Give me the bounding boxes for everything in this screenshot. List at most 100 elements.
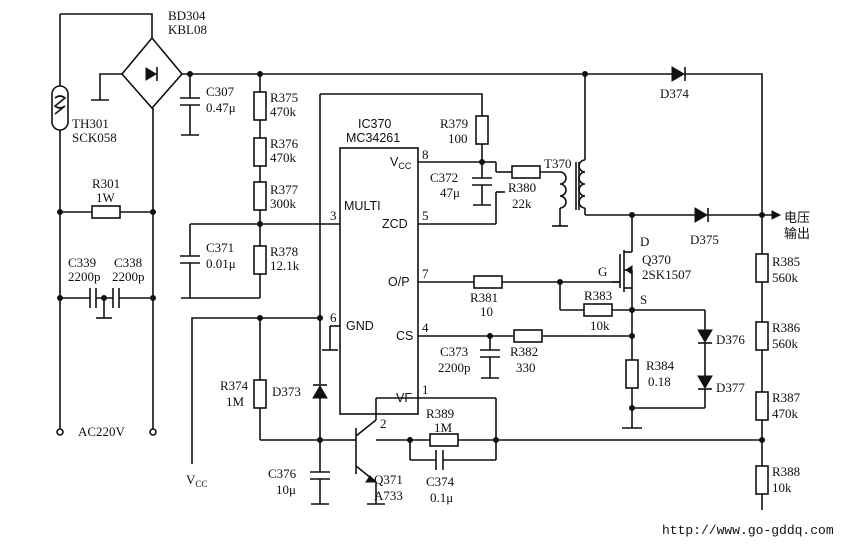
d375-label: D375	[690, 232, 719, 247]
pin1-label: 1	[422, 382, 429, 397]
r381-value: 10	[480, 304, 493, 319]
multiplier-divider	[180, 71, 340, 299]
r382-value: 330	[516, 360, 536, 375]
mosfet-q370	[612, 215, 635, 313]
r378-label: R378	[270, 244, 298, 259]
c373-value: 2200p	[438, 360, 471, 375]
q370-value: 2SK1507	[642, 267, 692, 282]
pin7-label: 7	[422, 266, 429, 281]
r378-value: 12.1k	[270, 258, 300, 273]
resistor-r389	[429, 433, 459, 447]
multi-pin-label: MULTI	[344, 199, 381, 213]
c371-label: C371	[206, 240, 234, 255]
r301-value: 1W	[96, 190, 116, 205]
c372-value: 47μ	[440, 185, 460, 200]
bridge-bd304	[91, 36, 585, 110]
drain-label: D	[640, 234, 649, 249]
r384-value: 0.18	[648, 374, 671, 389]
r382-label: R382	[510, 344, 538, 359]
resistor-r388	[755, 465, 769, 495]
watermark-url: http://www.go-gddq.com	[662, 523, 834, 538]
c307-label: C307	[206, 84, 235, 99]
vcc-left-label: VCC	[186, 472, 207, 489]
pin4-label: 4	[422, 320, 429, 335]
d377-label: D377	[716, 380, 745, 395]
resistor-r377	[253, 181, 267, 211]
resistor-r378	[253, 245, 267, 275]
zcd-pin-label: ZCD	[382, 217, 408, 231]
r387-label: R387	[772, 390, 801, 405]
d374-label: D374	[660, 86, 689, 101]
q371-value: A733	[374, 488, 403, 503]
output-label: 电压	[784, 210, 810, 225]
pin6-label: 6	[330, 310, 337, 325]
cs-pin-label: CS	[396, 329, 413, 343]
r386-label: R386	[772, 320, 801, 335]
r376-value: 470k	[270, 150, 297, 165]
resistor-r381	[473, 275, 503, 289]
feedback-divider	[755, 215, 769, 510]
c374-value: 0.1μ	[430, 490, 453, 505]
r374-value: 1M	[226, 394, 245, 409]
pin5-label: 5	[422, 208, 429, 223]
q371-label: Q371	[374, 472, 403, 487]
op-pin-label: O/P	[388, 275, 410, 289]
ic370-mc34261	[319, 93, 632, 440]
th301-label: TH301	[72, 116, 109, 131]
sck058-label: SCK058	[72, 130, 117, 145]
vcc-pin-label: VCC	[390, 155, 412, 171]
ac220v-label: AC220V	[78, 424, 126, 439]
pin8-label: 8	[422, 147, 429, 162]
gate-label: G	[598, 264, 607, 279]
kbl08-label: KBL08	[168, 22, 207, 37]
bd304-label: BD304	[168, 8, 206, 23]
r383-label: R383	[584, 288, 612, 303]
c339-value: 2200p	[68, 269, 101, 284]
r301-label: R301	[92, 176, 120, 191]
r384-label: R384	[646, 358, 675, 373]
startup-section	[191, 315, 762, 505]
source-label: S	[640, 292, 647, 307]
r379-value: 100	[448, 131, 468, 146]
q370-label: Q370	[642, 252, 671, 267]
labels: BD304 KBL08 TH301 SCK058 R301 1W C339 C3…	[68, 8, 834, 538]
r383-value: 10k	[590, 318, 610, 333]
resistor-r386	[755, 321, 769, 351]
vf-pin-label: VF	[396, 391, 412, 405]
r387-value: 470k	[772, 406, 799, 421]
r389-label: R389	[426, 406, 454, 421]
c376-label: C376	[268, 466, 297, 481]
resistor-r376	[253, 137, 267, 167]
c307-value: 0.47μ	[206, 100, 236, 115]
resistor-r387	[755, 391, 769, 421]
r380-label: R380	[508, 180, 536, 195]
r386-value: 560k	[772, 336, 799, 351]
r377-value: 300k	[270, 196, 297, 211]
capacitor-c307	[180, 71, 200, 136]
r376-label: R376	[270, 136, 299, 151]
t370-label: T370	[544, 156, 571, 171]
r389-value: 1M	[434, 420, 453, 435]
r379-label: R379	[440, 116, 468, 131]
ac-input-section	[51, 13, 157, 436]
c374-label: C374	[426, 474, 455, 489]
resistor-r301	[91, 205, 121, 219]
ic370-label: IC370	[358, 117, 391, 131]
gnd-pin-label: GND	[346, 319, 374, 333]
c339-label: C339	[68, 255, 96, 270]
c371-value: 0.01μ	[206, 256, 236, 271]
r377-label: R377	[270, 182, 299, 197]
r385-value: 560k	[772, 270, 799, 285]
resistor-r383	[583, 303, 613, 317]
r375-value: 470k	[270, 104, 297, 119]
d373-label: D373	[272, 384, 301, 399]
output-diodes	[582, 66, 782, 223]
resistor-r382	[513, 329, 543, 343]
r380-value: 22k	[512, 196, 532, 211]
r385-label: R385	[772, 254, 800, 269]
thermistor-th301	[51, 85, 69, 131]
d376-label: D376	[716, 332, 745, 347]
resistor-r375	[253, 91, 267, 121]
pin3-label: 3	[330, 208, 337, 223]
